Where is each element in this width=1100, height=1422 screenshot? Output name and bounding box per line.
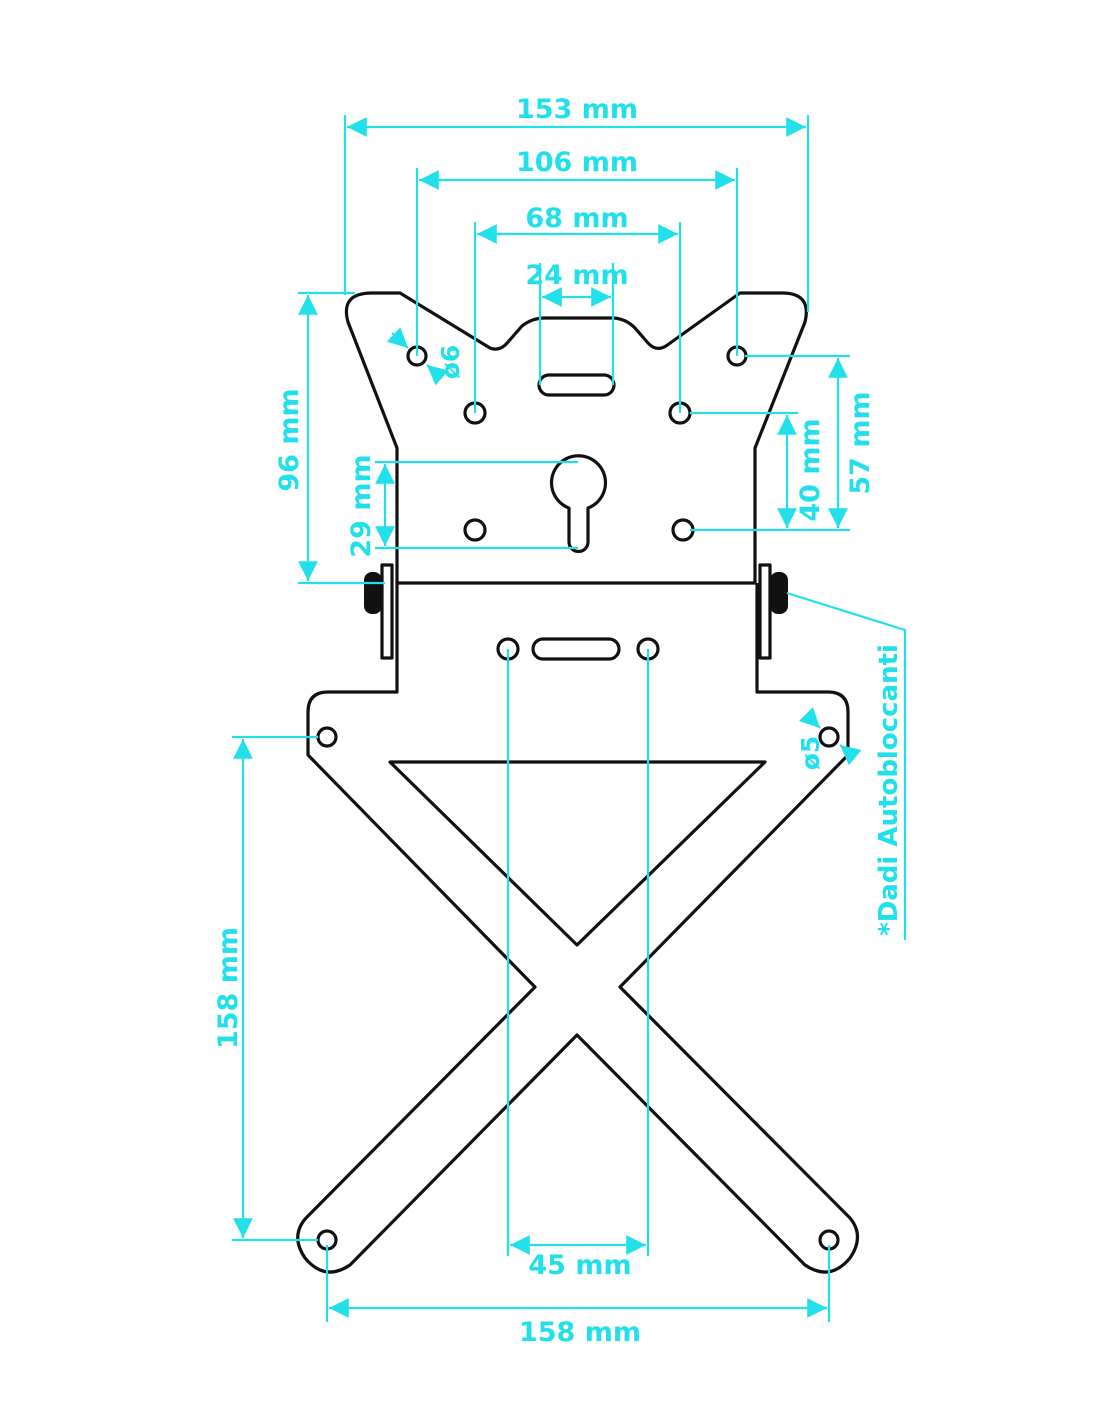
- slot: [537, 373, 616, 397]
- locknut-left: [364, 572, 382, 614]
- hinge-bracket-left: [380, 563, 394, 660]
- hole: [316, 726, 338, 748]
- dim-57-label: 57 mm: [845, 391, 876, 494]
- hinge: [364, 563, 788, 660]
- keyhole: [549, 454, 608, 554]
- hole: [463, 518, 487, 542]
- dim-40-label: 40 mm: [795, 418, 826, 521]
- hinge-bracket-right: [758, 563, 772, 660]
- dim-45-label: 45 mm: [528, 1250, 631, 1281]
- locknut-note: *Dadi Autobloccanti: [874, 644, 904, 936]
- slot: [531, 637, 621, 661]
- hole: [818, 726, 840, 748]
- hole-diameter-5-label: ø5: [796, 736, 825, 771]
- triangle-cutout: [388, 760, 767, 947]
- dim-158-horizontal-label: 158 mm: [519, 1317, 641, 1348]
- dim-158-vertical-label: 158 mm: [213, 927, 244, 1049]
- locknut-right: [770, 572, 788, 614]
- dim-96-label: 96 mm: [274, 388, 305, 491]
- hole-diameter-6-label: ø6: [436, 345, 465, 380]
- extension-lines: [232, 115, 907, 1322]
- lower-frame-outline: [296, 583, 860, 1274]
- dim-153-label: 153 mm: [516, 94, 638, 125]
- dimension-lines: [233, 117, 862, 1318]
- dim-29-label: 29 mm: [346, 454, 377, 557]
- dim-24-label: 24 mm: [525, 260, 628, 291]
- dim-68-label: 68 mm: [525, 203, 628, 234]
- dim-106-label: 106 mm: [516, 147, 638, 178]
